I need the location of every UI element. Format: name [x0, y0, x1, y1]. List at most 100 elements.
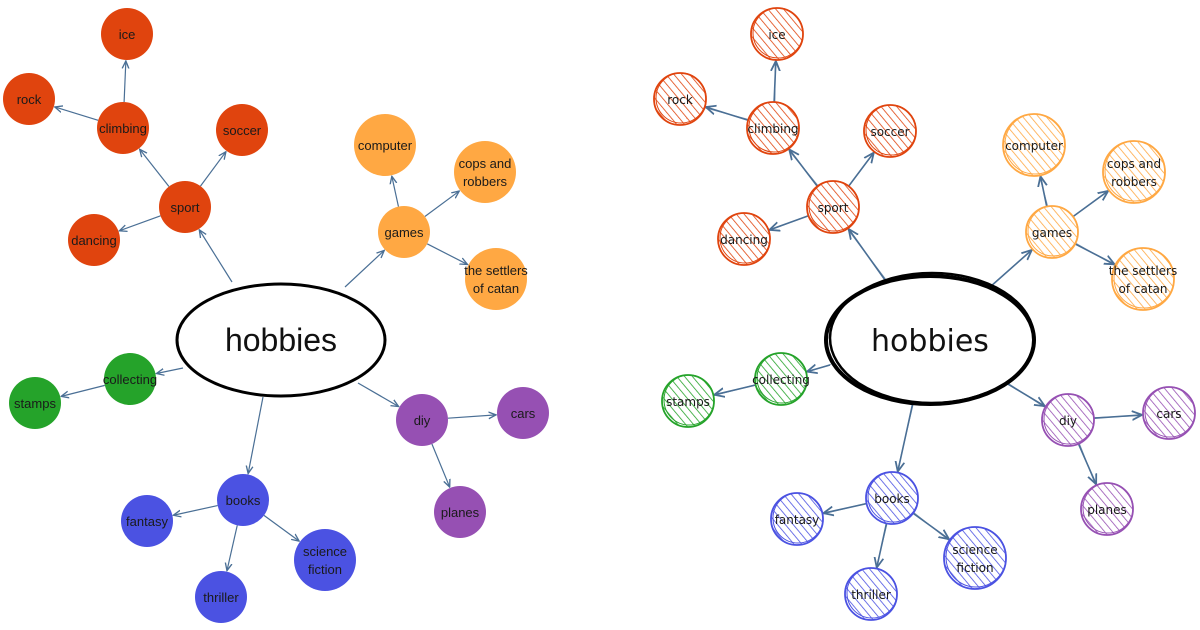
edge-collecting-to-stamps	[61, 384, 105, 396]
center-ellipse-stroke2	[828, 271, 1036, 405]
node-books-circle	[217, 474, 269, 526]
node-planes-circle	[434, 486, 486, 538]
edge-sport-to-dancing	[119, 215, 161, 231]
node-cops-label-line2: robbers	[1111, 175, 1157, 189]
nodes-right: hobbiessportclimbingicerocksoccerdancing…	[653, 7, 1196, 621]
node-ice: ice	[750, 7, 804, 61]
node-games-label: games	[1032, 226, 1072, 240]
node-cops-label-line1: cops and	[459, 156, 512, 171]
node-ice-label: ice	[768, 28, 785, 42]
node-books-label: books	[226, 493, 261, 508]
node-thriller-circle	[195, 571, 247, 623]
node-fantasy-circle-stroke2	[772, 492, 824, 544]
node-diy-circle-stroke2	[1043, 393, 1095, 445]
node-cars-circle	[497, 387, 549, 439]
node-stamps-circle	[9, 377, 61, 429]
node-ice-circle	[101, 8, 153, 60]
node-cars: cars	[1142, 386, 1196, 440]
node-rock-circle-stroke2	[655, 72, 707, 124]
node-stamps-circle-stroke2	[663, 374, 715, 426]
node-climbing-label: climbing	[99, 121, 147, 136]
node-thriller-label: thriller	[851, 588, 891, 602]
node-cops-circle	[454, 141, 516, 203]
edge-sport-to-soccer-stroke2	[848, 153, 874, 186]
edge-center-to-books-stroke2	[896, 401, 915, 473]
node-scifi-label-line1: science	[303, 544, 347, 559]
node-sport-label: sport	[818, 201, 849, 215]
node-ice-label: ice	[119, 27, 136, 42]
node-diy-circle	[396, 394, 448, 446]
node-cops-label-line2: robbers	[463, 174, 508, 189]
node-climbing: climbing	[97, 102, 149, 154]
edge-center-to-collecting	[156, 367, 184, 374]
node-computer-label: computer	[1005, 139, 1063, 153]
node-soccer-label: soccer	[223, 123, 262, 138]
edge-center-to-sport-stroke2	[847, 229, 887, 280]
node-collecting-circle	[104, 353, 156, 405]
node-settlers-label-line2: of catan	[473, 281, 519, 296]
edge-center-to-books	[248, 396, 264, 473]
edge-sport-to-climbing	[140, 149, 170, 187]
center-label: hobbies	[225, 322, 337, 358]
node-fantasy: fantasy	[121, 495, 173, 547]
edge-diy-to-cars	[447, 415, 496, 418]
node-scifi-circle-stroke2	[945, 526, 1007, 588]
node-rock-label: rock	[667, 93, 693, 107]
node-fantasy-label: fantasy	[126, 514, 168, 529]
node-cars-circle-stroke2	[1144, 386, 1196, 438]
node-scifi-label-line1: science	[952, 543, 997, 557]
node-collecting-label: collecting	[103, 372, 157, 387]
node-soccer-circle	[216, 104, 268, 156]
node-computer-label: computer	[358, 138, 413, 153]
node-settlers-label-line1: the settlers	[1109, 264, 1177, 278]
mindmap-left: hobbiessportclimbingicerocksoccerdancing…	[3, 8, 549, 623]
node-diy: diy	[396, 394, 448, 446]
edge-sport-to-soccer	[199, 152, 225, 187]
edges-right	[705, 61, 1142, 568]
edge-climbing-to-rock	[55, 107, 99, 121]
node-soccer-label: soccer	[870, 125, 909, 139]
node-rock: rock	[653, 72, 707, 126]
node-dancing: dancing	[717, 212, 771, 266]
edge-games-to-cops-stroke2	[1073, 191, 1108, 217]
node-rock-label: rock	[17, 92, 42, 107]
node-scifi-label-line2: fiction	[308, 562, 342, 577]
edge-center-to-games-stroke2	[990, 250, 1032, 287]
node-stamps-label: stamps	[666, 395, 710, 409]
node-cops-circle-stroke2	[1104, 140, 1166, 202]
node-fantasy-label: fantasy	[775, 513, 820, 527]
edge-center-to-diy-stroke2	[1006, 381, 1045, 408]
edge-books-to-fantasy-stroke2	[822, 502, 868, 515]
node-soccer: soccer	[216, 104, 268, 156]
node-sport-circle	[159, 181, 211, 233]
edge-center-to-collecting-stroke2	[806, 363, 831, 373]
node-computer: computer	[354, 114, 416, 176]
edge-diy-to-cars-stroke2	[1094, 415, 1142, 419]
node-cops-circle	[1102, 140, 1166, 204]
node-games-label: games	[384, 225, 424, 240]
node-planes-circle-stroke2	[1082, 482, 1134, 534]
node-planes: planes	[1080, 482, 1134, 536]
node-settlers-circle	[1111, 247, 1175, 311]
node-books: books	[865, 471, 919, 525]
node-scifi-circle	[294, 529, 356, 591]
node-sport: sport	[159, 181, 211, 233]
node-settlers-label-line2: of catan	[1119, 282, 1168, 296]
center-label: hobbies	[871, 324, 989, 359]
node-books: books	[217, 474, 269, 526]
edge-diy-to-planes-stroke2	[1078, 443, 1097, 486]
nodes-left: hobbiessportclimbingicerocksoccerdancing…	[3, 8, 549, 623]
node-rock-circle	[3, 73, 55, 125]
node-settlers: the settlers of catan	[464, 248, 528, 310]
edge-games-to-settlers	[426, 243, 467, 265]
node-settlers: the settlers of catan	[1109, 247, 1177, 311]
node-dancing-circle	[68, 214, 120, 266]
node-stamps: stamps	[661, 374, 715, 428]
node-collecting-circle-stroke2	[756, 352, 808, 404]
node-cars-label: cars	[511, 406, 536, 421]
edges-left	[55, 61, 496, 571]
node-settlers-label-line1: the settlers	[464, 263, 528, 278]
node-planes-label: planes	[1087, 503, 1127, 517]
center-node-hobbies: hobbies	[175, 282, 387, 398]
